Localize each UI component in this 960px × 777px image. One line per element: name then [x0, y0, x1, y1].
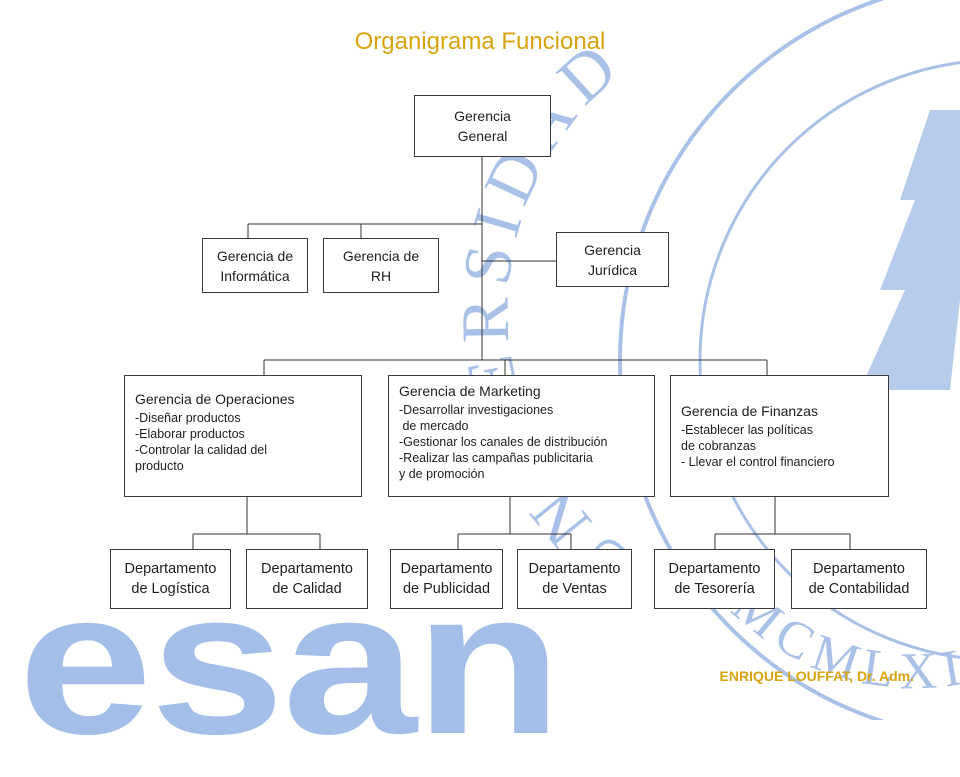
node-label-line1: Departamento: [528, 561, 621, 577]
node-label-line1: Departamento: [124, 561, 217, 577]
node-departamento-ventas: Departamento de Ventas: [517, 549, 632, 609]
node-label-line2: de Publicidad: [402, 581, 491, 597]
node-departamento-logistica: Departamento de Logística: [110, 549, 231, 609]
function-item: -Diseñar productos: [135, 411, 241, 425]
node-gerencia-informatica: Gerencia de Informática: [202, 238, 308, 293]
node-departamento-calidad: Departamento de Calidad: [246, 549, 368, 609]
node-label-line1: Gerencia de: [342, 247, 420, 264]
function-item: y de promoción: [399, 467, 485, 481]
node-label-line2: RH: [370, 267, 392, 284]
node-departamento-tesoreria: Departamento de Tesorería: [654, 549, 775, 609]
node-gerencia-operaciones: Gerencia de Operaciones -Diseñar product…: [124, 375, 362, 497]
node-label-line2: Jurídica: [587, 261, 638, 278]
node-gerencia-general: Gerencia General: [414, 95, 551, 157]
node-gerencia-marketing: Gerencia de Marketing -Desarrollar inves…: [388, 375, 655, 497]
node-label-line2: de Ventas: [542, 581, 607, 597]
function-item: -Gestionar los canales de distribución: [399, 435, 608, 449]
node-label-line2: de Calidad: [272, 581, 342, 597]
node-departamento-contabilidad: Departamento de Contabilidad: [791, 549, 927, 609]
node-label-line2: de Tesorería: [674, 581, 755, 597]
node-gerencia-finanzas: Gerencia de Finanzas -Establecer las pol…: [670, 375, 889, 497]
node-label-line1: Gerencia: [454, 108, 511, 124]
node-title: Gerencia de Finanzas: [681, 403, 818, 419]
node-gerencia-rh: Gerencia de RH: [323, 238, 439, 293]
node-title: Gerencia de Marketing: [399, 383, 541, 399]
node-label-line2: General: [457, 128, 508, 144]
function-item: -Controlar la calidad del: [135, 443, 268, 457]
author-signature: ENRIQUE LOUFFAT, Dr. Adm.: [719, 668, 914, 684]
org-connectors: [192, 157, 851, 549]
function-item: -Elaborar productos: [135, 427, 245, 441]
node-label-line2: de Contabilidad: [808, 581, 910, 597]
function-item: - Llevar el control financiero: [681, 455, 835, 469]
node-label-line2: de Logística: [131, 581, 210, 597]
function-item: producto: [135, 459, 184, 473]
node-gerencia-juridica: Gerencia Jurídica: [556, 232, 669, 287]
node-label-line1: Gerencia de: [216, 247, 294, 264]
function-item: -Establecer las políticas: [681, 423, 814, 437]
function-item: de mercado: [399, 419, 469, 433]
function-item: -Realizar las campañas publicitaria: [399, 451, 593, 465]
function-item: -Desarrollar investigaciones: [399, 403, 554, 417]
page-title: Organigrama Funcional: [354, 28, 606, 55]
node-label-line1: Departamento: [261, 561, 353, 577]
node-label-line1: Departamento: [813, 561, 905, 577]
node-label-line1: Departamento: [668, 561, 761, 577]
node-label-line1: Departamento: [400, 561, 493, 577]
function-item: de cobranzas: [681, 439, 757, 453]
node-label-line1: Gerencia: [584, 241, 641, 258]
node-departamento-publicidad: Departamento de Publicidad: [390, 549, 503, 609]
node-title: Gerencia de Operaciones: [135, 391, 295, 407]
node-label-line2: Informática: [220, 267, 290, 284]
